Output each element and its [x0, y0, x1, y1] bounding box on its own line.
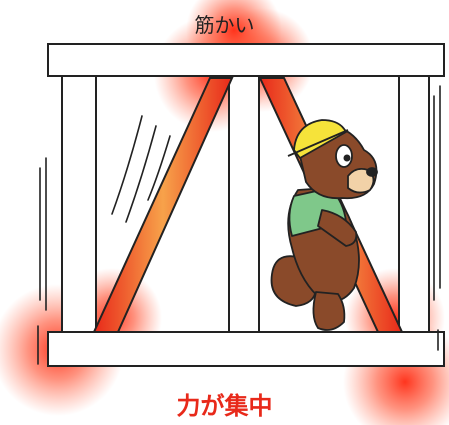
beam-top: [47, 43, 445, 77]
label-bottom: 力が集中: [177, 392, 273, 420]
label-top: 筋かい: [195, 13, 255, 37]
beaver-mascot: [270, 119, 378, 331]
beaver-eye: [335, 144, 353, 168]
beaver-leg: [312, 291, 346, 331]
motion-lines: [37, 85, 441, 365]
post-right: [398, 75, 430, 333]
frame-posts: [61, 75, 430, 333]
post-left: [61, 75, 97, 333]
beaver-arm: [317, 209, 358, 247]
beaver-nose: [366, 167, 378, 177]
frame-beams: [47, 43, 445, 367]
beam-bottom: [47, 331, 445, 367]
beaver-muzzle: [347, 167, 375, 194]
post-center: [228, 75, 260, 333]
